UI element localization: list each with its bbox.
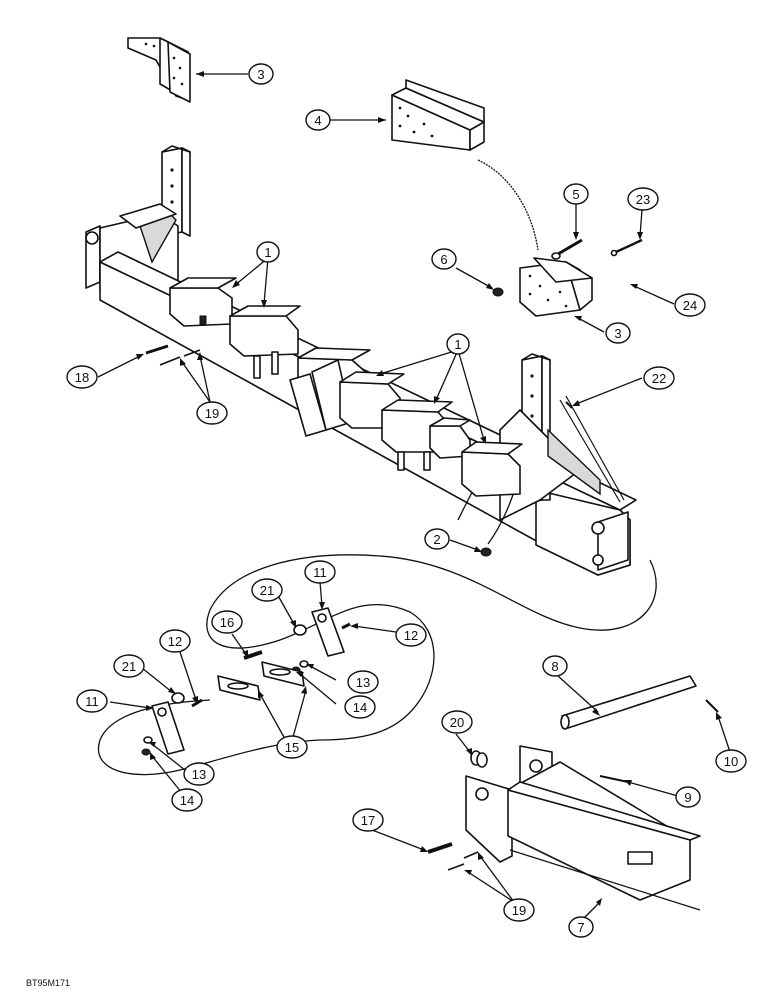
slotted-bar-part-15-upper (261, 661, 305, 687)
callout-13-upper: 13 (347, 670, 379, 694)
callout-15: 15 (276, 735, 308, 759)
link-plate-part-11-lower (151, 701, 185, 755)
assembly-path-line (477, 159, 539, 251)
svg-text:15: 15 (285, 740, 299, 755)
svg-text:8: 8 (551, 659, 558, 674)
pin-part-9 (599, 775, 629, 783)
svg-text:13: 13 (356, 675, 370, 690)
figure-code: BT95M171 (26, 978, 70, 988)
hitch-frame-part-7 (465, 745, 701, 911)
callout-13-lower: 13 (183, 762, 215, 786)
svg-text:12: 12 (404, 628, 418, 643)
callout-20: 20 (441, 710, 473, 734)
clamp-assembly-part-1-group (169, 277, 523, 497)
svg-text:21: 21 (122, 659, 136, 674)
callout-14-upper: 14 (344, 695, 376, 719)
bolt-part-22 (565, 401, 573, 409)
svg-text:12: 12 (168, 634, 182, 649)
svg-text:1: 1 (454, 337, 461, 352)
callout-6: 6 (431, 248, 457, 270)
svg-text:13: 13 (192, 767, 206, 782)
svg-text:20: 20 (450, 715, 464, 730)
bracket-part-4 (391, 79, 485, 151)
callout-16: 16 (211, 610, 243, 634)
clamp-block (229, 305, 301, 379)
toolbar-frame (85, 145, 637, 576)
bracket-part-3-right (519, 257, 593, 317)
callout-9: 9 (675, 786, 701, 808)
svg-text:19: 19 (205, 406, 219, 421)
svg-text:19: 19 (512, 903, 526, 918)
callout-12-lower: 12 (159, 629, 191, 653)
svg-text:11: 11 (313, 565, 327, 580)
svg-text:24: 24 (683, 298, 697, 313)
svg-text:16: 16 (220, 615, 234, 630)
callout-5: 5 (563, 183, 589, 205)
svg-text:4: 4 (314, 113, 321, 128)
clamp-block (169, 277, 237, 327)
svg-text:1: 1 (264, 245, 271, 260)
bracket-part-3-top (127, 37, 191, 103)
svg-text:11: 11 (85, 694, 99, 709)
pin-part-18 (145, 344, 169, 355)
detail-boundary-line (97, 554, 657, 776)
shaft-part-8 (560, 675, 697, 730)
svg-text:9: 9 (684, 790, 691, 805)
callout-4: 4 (305, 109, 331, 131)
callout-3-top: 3 (248, 63, 274, 85)
callout-24: 24 (674, 293, 706, 317)
svg-text:10: 10 (724, 754, 738, 769)
bolt-part-5 (551, 238, 583, 260)
svg-text:2: 2 (433, 532, 440, 547)
svg-text:21: 21 (260, 583, 274, 598)
pin-part-23 (610, 238, 643, 257)
leader-lines (97, 71, 731, 921)
link-plate-part-11-upper (311, 607, 345, 657)
svg-text:18: 18 (75, 370, 89, 385)
callout-2: 2 (424, 528, 450, 550)
callout-12-upper: 12 (395, 623, 427, 647)
rings-part-20 (470, 750, 488, 768)
svg-text:17: 17 (361, 813, 375, 828)
pin-part-10 (705, 699, 719, 713)
callout-7: 7 (568, 916, 594, 938)
pin-part-17 (427, 842, 453, 854)
lock-nut-part-13-lower (143, 736, 153, 744)
callout-8: 8 (542, 655, 568, 677)
clamp-block (461, 441, 523, 497)
callout-21-lower: 21 (113, 654, 145, 678)
callout-19-lower: 19 (503, 898, 535, 922)
callout-19-upper: 19 (196, 401, 228, 425)
bolt-part-12-upper (341, 622, 351, 630)
svg-text:6: 6 (440, 252, 447, 267)
slotted-bar-part-15-lower (217, 675, 261, 701)
clip-part-19-upper (159, 349, 201, 366)
callout-1-left: 1 (256, 241, 280, 263)
nut-part-6 (492, 287, 504, 297)
callout-11-lower: 11 (76, 689, 108, 713)
callout-17: 17 (352, 808, 384, 832)
callout-23: 23 (627, 187, 659, 211)
svg-text:7: 7 (577, 920, 584, 935)
nut-part-14-lower (141, 748, 151, 756)
svg-text:14: 14 (353, 700, 367, 715)
washer-part-21-lower (171, 692, 185, 704)
callout-14-lower: 14 (171, 788, 203, 812)
svg-text:5: 5 (572, 187, 579, 202)
svg-text:22: 22 (652, 371, 666, 386)
svg-text:23: 23 (636, 192, 650, 207)
callout-11-upper: 11 (304, 560, 336, 584)
callout-21-upper: 21 (251, 578, 283, 602)
washer-part-21-upper (293, 624, 307, 636)
clip-part-19-lower (447, 851, 479, 871)
callout-22: 22 (643, 366, 675, 390)
svg-text:3: 3 (257, 67, 264, 82)
callout-10: 10 (715, 749, 747, 773)
callout-3-right: 3 (605, 322, 631, 344)
callout-1-center: 1 (446, 333, 470, 355)
callout-18: 18 (66, 365, 98, 389)
svg-text:14: 14 (180, 793, 194, 808)
svg-text:3: 3 (614, 326, 621, 341)
